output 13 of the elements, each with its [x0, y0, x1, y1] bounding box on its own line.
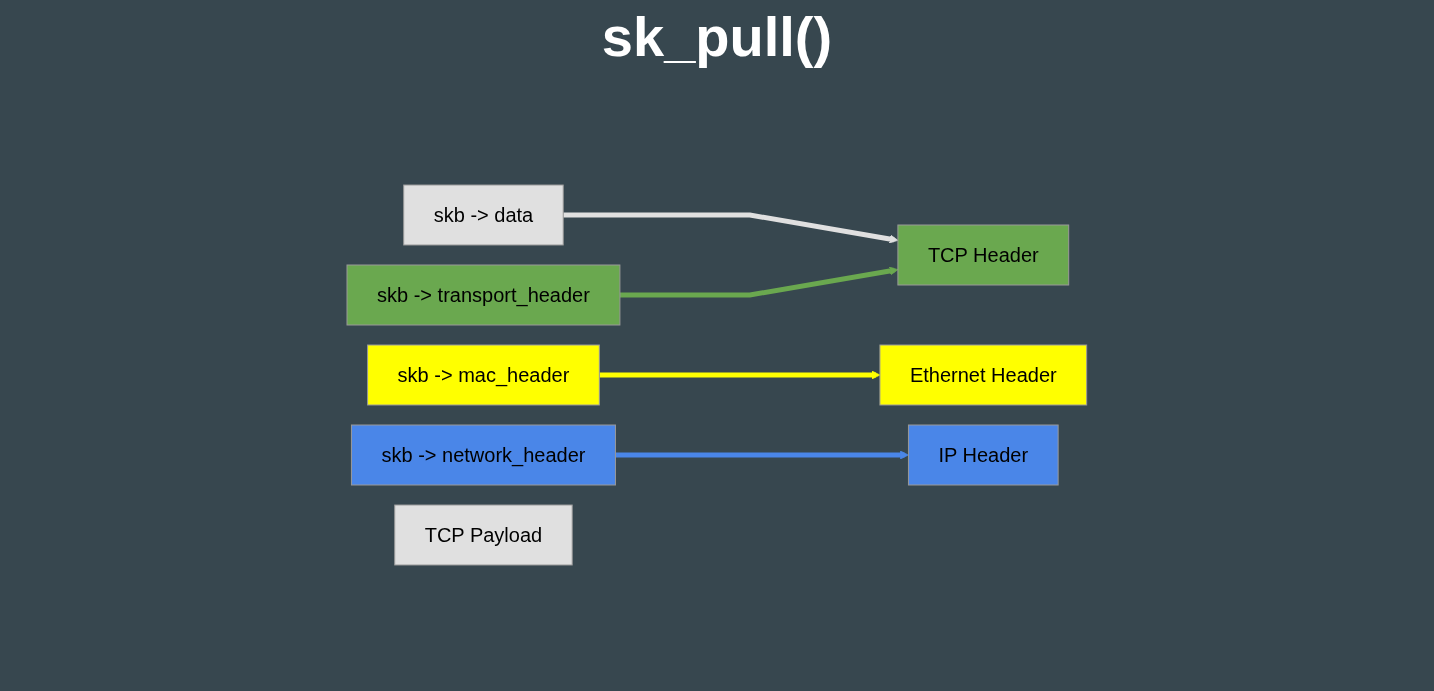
node-box: TCP Payload	[394, 504, 573, 566]
node-box: skb -> mac_header	[367, 344, 600, 406]
node-box: IP Header	[908, 424, 1059, 486]
node-box: skb -> transport_header	[346, 264, 621, 326]
diagram-title: sk_pull()	[600, 4, 834, 69]
node-box: skb -> data	[403, 184, 564, 246]
arrow	[563, 212, 899, 244]
arrow	[620, 266, 899, 298]
arrow	[615, 450, 909, 460]
arrow	[599, 370, 881, 380]
node-box: skb -> network_header	[351, 424, 617, 486]
node-box: TCP Header	[897, 224, 1070, 286]
node-box: Ethernet Header	[879, 344, 1088, 406]
